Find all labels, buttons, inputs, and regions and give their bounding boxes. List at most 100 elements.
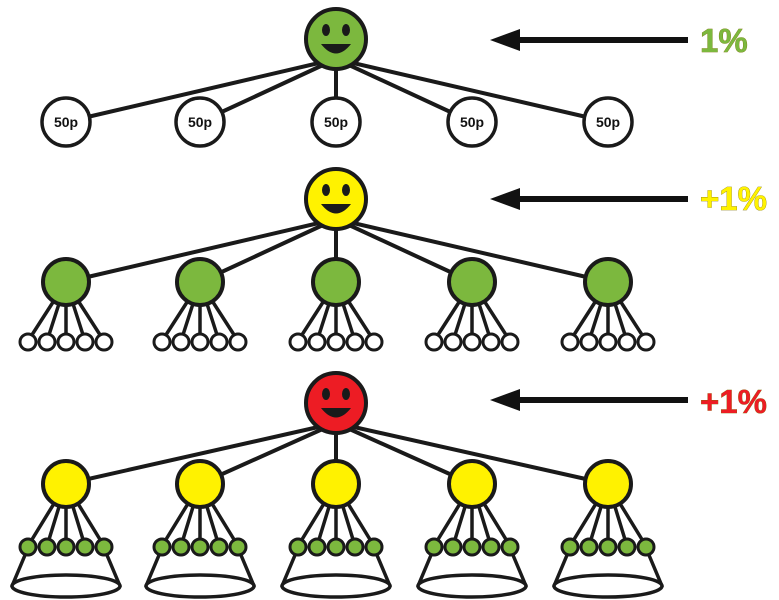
sub-member-node	[500, 332, 520, 352]
sub-member-node	[152, 332, 172, 352]
smiley-face-icon	[304, 167, 368, 231]
sub-member-node	[345, 332, 365, 352]
sub-member-node	[636, 332, 656, 352]
member-node	[175, 257, 225, 307]
sub-member-node	[481, 332, 501, 352]
coin-label: 50p	[54, 114, 78, 130]
sub-member-node	[152, 537, 172, 557]
connector-line	[334, 421, 610, 486]
percent-label-level-2: +1%	[700, 180, 767, 217]
sub-member-node	[326, 332, 346, 352]
sub-member-node	[75, 537, 95, 557]
nodes: 50p 50p 50p 50p 50p	[10, 7, 664, 599]
sub-member-node	[560, 537, 580, 557]
sub-member-node	[560, 332, 580, 352]
arrow-head	[490, 188, 520, 210]
coin-node	[310, 96, 362, 148]
sub-member-node	[37, 332, 57, 352]
coin-node	[446, 96, 498, 148]
connector-line	[64, 217, 338, 284]
sub-member-node	[345, 537, 365, 557]
coin-node	[40, 96, 92, 148]
sub-member-node	[228, 332, 248, 352]
coin-label: 50p	[188, 114, 212, 130]
sub-member-node	[190, 332, 210, 352]
percent-labels: 1% +1% +1%	[700, 22, 768, 421]
smiley-eye	[342, 388, 350, 400]
sub-member-node	[462, 332, 482, 352]
smiley-mouth	[321, 408, 351, 418]
arrow-left-icon	[490, 389, 688, 411]
coin-label: 50p	[460, 114, 484, 130]
sub-member-node	[18, 537, 38, 557]
sub-member-node	[209, 537, 229, 557]
arrow-head	[490, 29, 520, 51]
sub-member-node	[288, 537, 308, 557]
percent-label-level-3: +1%	[700, 383, 767, 420]
sub-member-node	[228, 537, 248, 557]
coin-label: 50p	[596, 114, 620, 130]
smiley-head	[304, 167, 368, 231]
coin-node	[582, 96, 634, 148]
sub-member-node	[598, 537, 618, 557]
member-node	[175, 459, 225, 509]
arrow-left-icon	[490, 188, 688, 210]
connector-line	[334, 57, 610, 124]
coin-node	[174, 96, 226, 148]
sub-member-node	[94, 332, 114, 352]
coin-label: 50p	[324, 114, 348, 130]
sub-member-node	[443, 332, 463, 352]
connector-line	[64, 57, 338, 124]
sub-member-node	[424, 332, 444, 352]
sub-member-node	[94, 537, 114, 557]
sub-member-node	[288, 332, 308, 352]
smiley-face-icon	[304, 371, 368, 435]
smiley-eye	[322, 184, 330, 196]
arrow-left-icon	[490, 29, 688, 51]
percent-label-level-1: 1%	[700, 22, 748, 59]
arrows	[490, 29, 688, 411]
sub-member-node	[579, 332, 599, 352]
smiley-mouth	[321, 204, 351, 214]
sub-member-node	[481, 537, 501, 557]
member-node	[41, 459, 91, 509]
base-ellipse	[280, 573, 392, 599]
sub-member-node	[171, 537, 191, 557]
sub-member-node	[462, 537, 482, 557]
base-ellipse	[416, 573, 528, 599]
sub-member-node	[307, 332, 327, 352]
smiley-eye	[322, 24, 330, 36]
smiley-mouth	[321, 44, 351, 54]
sub-member-node	[364, 332, 384, 352]
base-ellipse	[552, 573, 664, 599]
sub-member-node	[617, 332, 637, 352]
member-node	[583, 459, 633, 509]
smiley-head	[304, 371, 368, 435]
member-node	[447, 257, 497, 307]
sub-member-node	[18, 332, 38, 352]
member-node	[41, 257, 91, 307]
sub-member-node	[424, 537, 444, 557]
sub-member-node	[500, 537, 520, 557]
sub-member-node	[364, 537, 384, 557]
member-node	[311, 459, 361, 509]
member-node	[583, 257, 633, 307]
base-ellipse	[144, 573, 256, 599]
sub-member-node	[75, 332, 95, 352]
sub-member-node	[37, 537, 57, 557]
sub-member-node	[443, 537, 463, 557]
sub-member-node	[190, 537, 210, 557]
connector-line	[334, 217, 610, 284]
smiley-eye	[322, 388, 330, 400]
sub-member-node	[617, 537, 637, 557]
sub-member-node	[171, 332, 191, 352]
sub-member-node	[209, 332, 229, 352]
arrow-head	[490, 389, 520, 411]
smiley-head	[304, 7, 368, 71]
sub-member-node	[598, 332, 618, 352]
member-node	[311, 257, 361, 307]
base-ellipse	[10, 573, 122, 599]
sub-member-node	[579, 537, 599, 557]
smiley-eye	[342, 24, 350, 36]
